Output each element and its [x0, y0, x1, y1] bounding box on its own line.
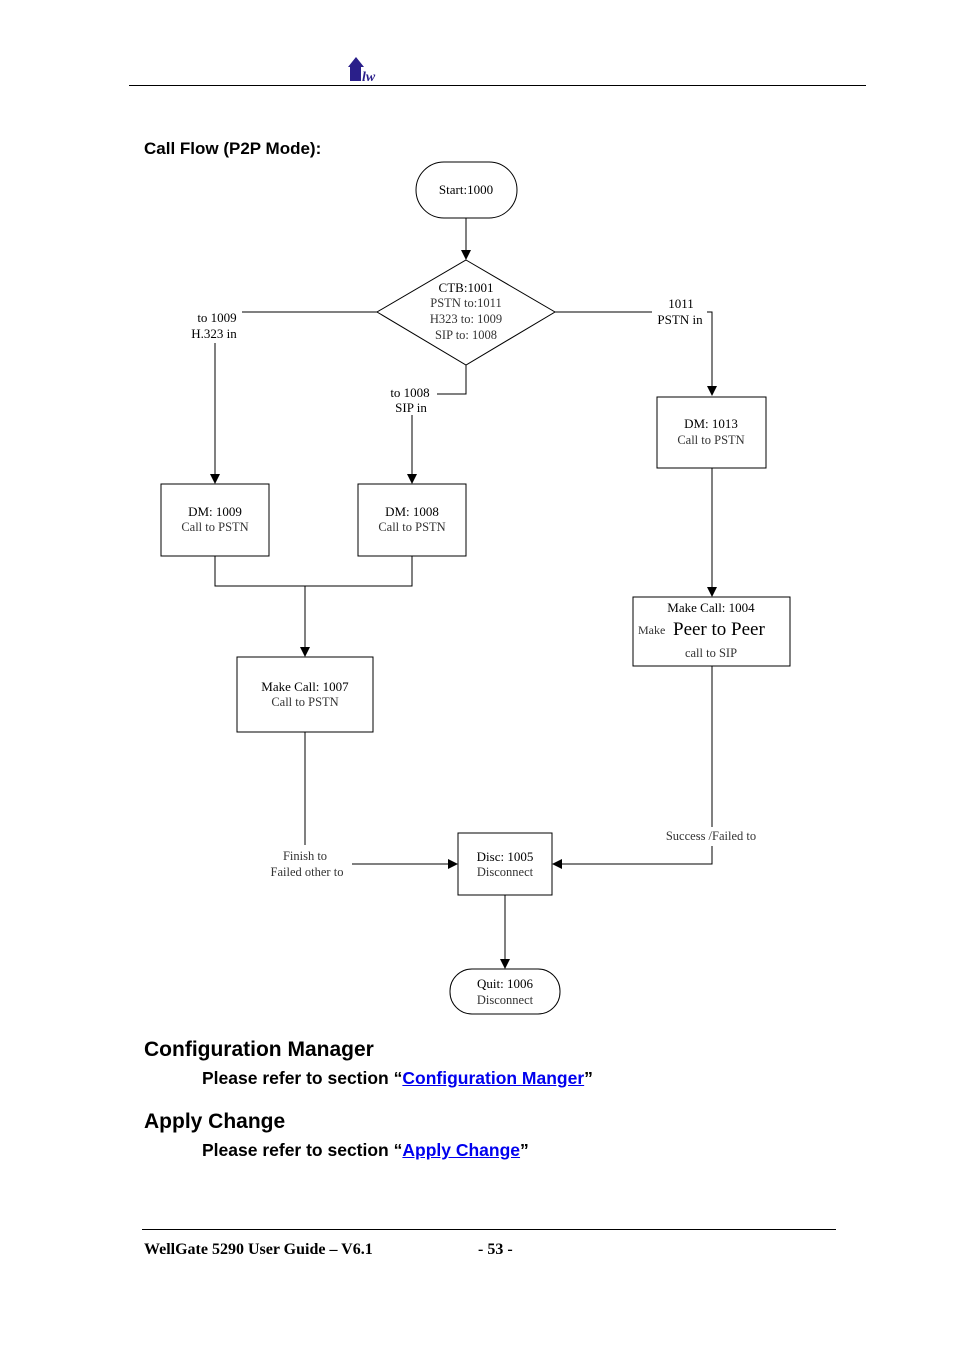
pstn-branch-label-1: 1011: [668, 296, 694, 311]
make-call-1004-node: [632, 596, 791, 667]
configuration-manager-link[interactable]: Configuration Manger: [402, 1068, 585, 1088]
apply-change-link[interactable]: Apply Change: [402, 1140, 521, 1160]
configuration-manager-reference: Please refer to section “Configuration M…: [202, 1068, 593, 1089]
sip-branch-edge: [437, 365, 467, 395]
dm-1008-node: [357, 483, 467, 557]
left-edge-label-2: Failed other to: [271, 865, 344, 879]
footer-guide-title: WellGate 5290 User Guide – V6.1: [144, 1241, 373, 1258]
quit-1006-sub: Disconnect: [477, 993, 534, 1007]
quit-1006-node: [449, 968, 561, 1015]
make-call-1004-title: Make Call: 1004: [667, 600, 755, 615]
make-call-1004-prefix: Make: [638, 623, 665, 637]
make-call-1004-sub: call to SIP: [685, 646, 737, 660]
disc-1005-node: [457, 832, 553, 896]
right-edge-to-disc: [552, 846, 713, 869]
left-edge-label-1: Finish to: [283, 849, 327, 863]
make-call-1004-big: Peer to Peer: [673, 619, 765, 640]
h323-branch-label-2: H.323 in: [191, 326, 237, 341]
footer-page-number: - 53 -: [478, 1241, 513, 1258]
dm-1008-sub: Call to PSTN: [378, 520, 445, 534]
dm-1013-node: [656, 396, 767, 469]
right-edge-label: Success /Failed to: [666, 829, 756, 843]
footer-rule: [142, 1229, 836, 1230]
apply-change-reference: Please refer to section “Apply Change”: [202, 1140, 529, 1161]
h323-branch-label-1: to 1009: [197, 310, 236, 325]
decision-line-3: SIP to: 1008: [435, 328, 497, 342]
reference-prefix: Please refer to section “: [202, 1068, 403, 1088]
svg-text:lw: lw: [362, 70, 376, 83]
dm-1009-title: DM: 1009: [188, 504, 242, 519]
reference-prefix: Please refer to section “: [202, 1140, 403, 1160]
sip-branch-label-1: to 1008: [390, 385, 429, 400]
disc-1005-title: Disc: 1005: [477, 849, 534, 864]
decision-title: CTB:1001: [439, 280, 494, 295]
apply-change-heading: Apply Change: [144, 1110, 286, 1133]
make-call-1007-title: Make Call: 1007: [261, 679, 349, 694]
dm-1013-title: DM: 1013: [684, 416, 738, 431]
start-label: Start:1000: [439, 182, 493, 197]
company-logo-icon: lw: [348, 57, 376, 83]
reference-suffix: ”: [584, 1068, 593, 1088]
reference-suffix: ”: [520, 1140, 529, 1160]
make-call-1007-sub: Call to PSTN: [271, 695, 338, 709]
header-rule: [129, 85, 866, 86]
dm-1009-node: [160, 483, 270, 557]
dm-merge-edge: [214, 556, 413, 587]
configuration-manager-heading: Configuration Manager: [144, 1038, 374, 1061]
sip-branch-label-2: SIP in: [395, 400, 427, 415]
call-flow-heading: Call Flow (P2P Mode):: [144, 139, 322, 158]
pstn-branch-label-2: PSTN in: [657, 312, 703, 327]
decision-line-1: PSTN to:1011: [430, 296, 501, 310]
dm-1008-title: DM: 1008: [385, 504, 439, 519]
pstn-branch-down-edge: [707, 311, 717, 396]
dm-1013-sub: Call to PSTN: [677, 433, 744, 447]
quit-1006-title: Quit: 1006: [477, 976, 533, 991]
disc-1005-sub: Disconnect: [477, 865, 534, 879]
call-flow-diagram: Start:1000 CTB:1001 PSTN to:1011 H323 to…: [160, 161, 791, 1015]
dm-1009-sub: Call to PSTN: [181, 520, 248, 534]
decision-line-2: H323 to: 1009: [430, 312, 502, 326]
